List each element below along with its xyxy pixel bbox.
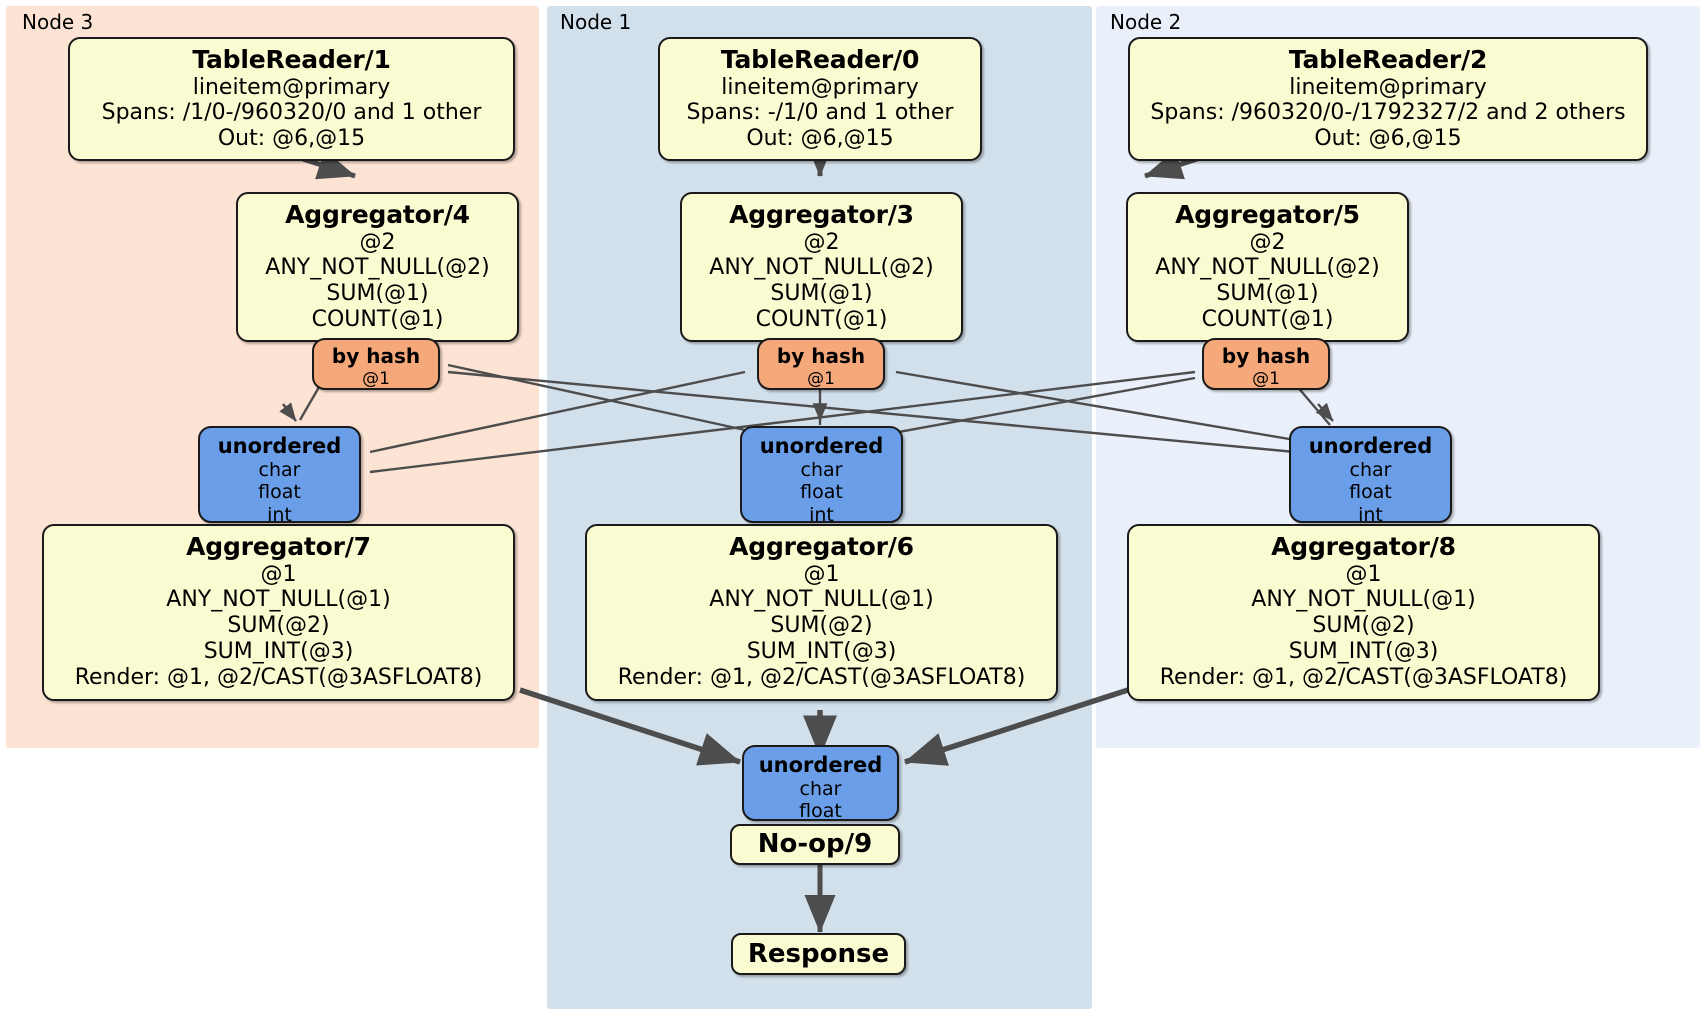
processor-detail: @2 [803, 229, 840, 255]
processor-table-reader-2[interactable]: TableReader/2 lineitem@primary Spans: /9… [1128, 37, 1648, 161]
processor-detail: lineitem@primary [1289, 74, 1487, 100]
processor-table-reader-1[interactable]: TableReader/1 lineitem@primary Spans: /1… [68, 37, 515, 161]
processor-detail: ANY_NOT_NULL(@1) [166, 587, 391, 613]
processor-detail: lineitem@primary [721, 74, 919, 100]
processor-detail: ANY_NOT_NULL(@1) [709, 587, 934, 613]
processor-title: Aggregator/3 [729, 200, 914, 229]
cluster-label-node-3: Node 3 [22, 10, 94, 34]
processor-detail: Out: @6,@15 [1314, 126, 1462, 152]
processor-detail: COUNT(@1) [755, 307, 888, 333]
sync-detail: char [800, 458, 843, 481]
sync-detail: float [799, 800, 842, 823]
processor-detail: Spans: /1/0-/960320/0 and 1 other [101, 100, 482, 126]
processor-detail: SUM_INT(@3) [1288, 639, 1439, 665]
hash-router-right[interactable]: by hash @1 [1202, 338, 1330, 390]
processor-detail: Out: @6,@15 [217, 126, 366, 152]
sync-title: unordered [758, 753, 883, 777]
cluster-label-node-1: Node 1 [560, 10, 632, 34]
processor-title: TableReader/2 [1288, 45, 1488, 74]
processor-detail: ANY_NOT_NULL(@1) [1251, 587, 1476, 613]
processor-noop-9[interactable]: No-op/9 [730, 824, 900, 865]
processor-detail: Render: @1, @2/CAST(@3ASFLOAT8) [1159, 665, 1568, 691]
processor-detail: ANY_NOT_NULL(@2) [265, 255, 490, 281]
processor-detail: SUM_INT(@3) [746, 639, 897, 665]
processor-title: TableReader/0 [720, 45, 920, 74]
processor-detail: SUM(@2) [227, 613, 330, 639]
processor-aggregator-7[interactable]: Aggregator/7 @1 ANY_NOT_NULL(@1) SUM(@2)… [42, 524, 515, 701]
processor-title: Aggregator/7 [186, 532, 371, 561]
sync-detail: float [1349, 481, 1392, 504]
sync-detail: char [1349, 458, 1392, 481]
sync-detail: char [258, 458, 301, 481]
sync-detail: int [1358, 503, 1383, 526]
processor-aggregator-8[interactable]: Aggregator/8 @1 ANY_NOT_NULL(@1) SUM(@2)… [1127, 524, 1600, 701]
processor-detail: lineitem@primary [192, 74, 391, 100]
processor-title: Aggregator/6 [729, 532, 914, 561]
sync-detail: float [258, 481, 301, 504]
processor-detail: SUM(@1) [770, 281, 873, 307]
processor-detail: Render: @1, @2/CAST(@3ASFLOAT8) [617, 665, 1026, 691]
processor-detail: SUM(@1) [1216, 281, 1319, 307]
unordered-synchronizer-left[interactable]: unordered char float int [198, 426, 361, 526]
unordered-synchronizer-mid[interactable]: unordered char float int [740, 426, 903, 526]
processor-title: No-op/9 [757, 829, 873, 860]
processor-detail: SUM(@1) [326, 281, 429, 307]
processor-aggregator-4[interactable]: Aggregator/4 @2 ANY_NOT_NULL(@2) SUM(@1)… [236, 192, 519, 342]
processor-title: Aggregator/8 [1271, 532, 1456, 561]
processor-detail: Out: @6,@15 [746, 126, 894, 152]
processor-detail: @1 [260, 561, 297, 587]
sync-title: unordered [759, 434, 884, 458]
processor-detail: Spans: -/1/0 and 1 other [686, 100, 954, 126]
router-title: by hash [1221, 344, 1311, 368]
processor-detail: Render: @1, @2/CAST(@3ASFLOAT8) [74, 665, 483, 691]
sync-detail: int [267, 503, 292, 526]
processor-detail: SUM_INT(@3) [203, 639, 354, 665]
sync-title: unordered [1308, 434, 1433, 458]
router-detail: @1 [807, 368, 835, 389]
sync-title: unordered [217, 434, 342, 458]
processor-aggregator-6[interactable]: Aggregator/6 @1 ANY_NOT_NULL(@1) SUM(@2)… [585, 524, 1058, 701]
router-title: by hash [331, 344, 421, 368]
unordered-synchronizer-final[interactable]: unordered char float [742, 745, 899, 823]
processor-detail: SUM(@2) [770, 613, 873, 639]
hash-router-left[interactable]: by hash @1 [312, 338, 440, 390]
processor-detail: COUNT(@1) [311, 307, 444, 333]
processor-table-reader-0[interactable]: TableReader/0 lineitem@primary Spans: -/… [658, 37, 982, 161]
processor-aggregator-5[interactable]: Aggregator/5 @2 ANY_NOT_NULL(@2) SUM(@1)… [1126, 192, 1409, 342]
processor-title: Response [747, 938, 890, 969]
processor-aggregator-3[interactable]: Aggregator/3 @2 ANY_NOT_NULL(@2) SUM(@1)… [680, 192, 963, 342]
processor-detail: ANY_NOT_NULL(@2) [1155, 255, 1380, 281]
sync-detail: float [800, 481, 843, 504]
router-title: by hash [776, 344, 866, 368]
processor-detail: @1 [1345, 561, 1382, 587]
processor-detail: @1 [803, 561, 840, 587]
processor-title: Aggregator/4 [285, 200, 470, 229]
processor-detail: @2 [1249, 229, 1286, 255]
processor-detail: @2 [359, 229, 396, 255]
hash-router-mid[interactable]: by hash @1 [757, 338, 885, 390]
unordered-synchronizer-right[interactable]: unordered char float int [1289, 426, 1452, 526]
processor-detail: ANY_NOT_NULL(@2) [709, 255, 934, 281]
processor-title: Aggregator/5 [1175, 200, 1360, 229]
cluster-label-node-2: Node 2 [1110, 10, 1182, 34]
router-detail: @1 [362, 368, 390, 389]
router-detail: @1 [1252, 368, 1280, 389]
processor-response[interactable]: Response [731, 933, 906, 975]
sync-detail: char [799, 777, 842, 800]
processor-detail: SUM(@2) [1312, 613, 1415, 639]
processor-detail: COUNT(@1) [1201, 307, 1334, 333]
processor-title: TableReader/1 [192, 45, 391, 74]
sync-detail: int [809, 503, 834, 526]
processor-detail: Spans: /960320/0-/1792327/2 and 2 others [1150, 100, 1626, 126]
